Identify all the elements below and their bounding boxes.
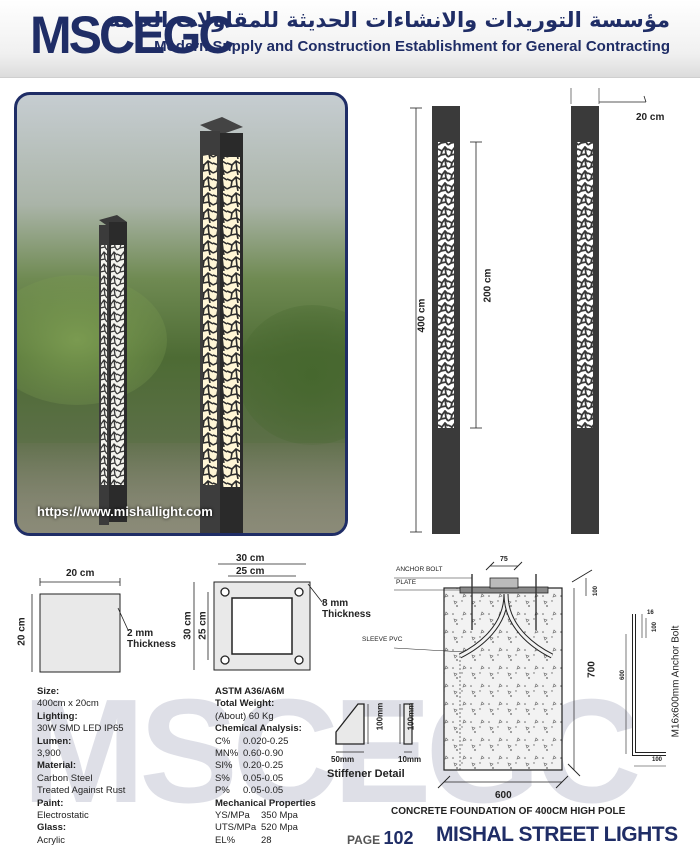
header: MSCEGC مؤسسة التوريدات والانشاءات الحديث… [0,0,700,78]
company-tagline: Modern Supply and Construction Establish… [154,38,670,55]
mech-el-value: 28 [261,834,272,846]
spec-mech-key: Mechanical Properties [215,797,316,809]
spec-lighting-key: Lighting: [37,710,78,722]
base-plate-drawing [31,578,129,673]
stiffener-drawing [335,703,413,753]
spec-paint-key: Paint: [37,797,64,809]
chem-s-value: 0.05-0.05 [243,772,284,784]
pole-illustration [99,117,243,533]
mech-ys-key: YS/MPa [215,810,250,822]
height-400-label: 400 cm [416,298,428,333]
chem-mn-key: MN% [215,748,239,760]
spec-glass-key: Glass: [37,822,67,834]
mech-uts-key: UTS/MPa [215,822,257,834]
mech-uts-value: 520 Mpa [261,822,298,834]
spec-weight-key: Total Weight: [215,698,275,710]
bolt-100a-label: 100 [652,622,658,633]
chem-p-value: 0.05-0.05 [243,785,284,797]
company-logo: MSCEGC [30,5,234,65]
width-20-label: 20 cm [636,112,665,123]
spec-glass-value: Acrylic [37,834,65,846]
plate-label: PLATE [396,579,417,586]
chem-p-key: P% [215,785,230,797]
base-height-label: 20 cm [16,617,28,646]
bolt-label: M16x600mm Anchor Bolt [670,625,682,738]
anchor-bolt-label: ANCHOR BOLT [396,566,443,573]
dim-75-label: 75 [500,556,508,563]
base-width-label: 20 cm [66,568,95,579]
spec-material-key: Material: [37,760,77,772]
bolt-100b-label: 100 [652,757,663,763]
stiffener-title: Stiffener Detail [327,768,405,780]
sleeve-label: SLEEVE PVC [362,636,403,643]
plate-outer-label: 30 cm [236,553,265,564]
foundation-title: CONCRETE FOUNDATION OF 400CM HIGH POLE [391,806,626,817]
page-label: PAGE [347,833,381,847]
chem-si-key: SI% [215,760,233,772]
spec-chem-key: Chemical Analysis: [215,723,302,735]
anchor-plate-drawing [193,563,323,671]
chem-si-value: 0.20-0.25 [243,760,284,772]
dim-600-label: 600 [495,790,512,801]
company-name-arabic: مؤسسة التوريدات والانشاءات الحديثة للمقا… [107,8,670,32]
product-photo: https://www.mishallight.com [14,92,348,536]
height-200-label: 200 cm [482,268,494,303]
base-thickness-label: 2 mm Thickness [127,628,176,650]
specs-right: ASTM A36/A6M Total Weight: (About) 60 Kg… [215,686,355,847]
chem-s-key: S% [215,772,230,784]
stiffener-w2-label: 10mm [398,755,422,764]
mech-ys-value: 350 Mpa [261,810,298,822]
mech-el-key: EL% [215,834,236,846]
spec-lumen-value: 3,900 [37,748,61,760]
stiffener-w1-label: 50mm [331,755,355,764]
brand-footer: MISHAL STREET LIGHTS [436,823,678,846]
plate-inner-label: 25 cm [236,566,265,577]
spec-paint-value: Electrostatic [37,810,89,822]
bolt-16-label: 16 [647,610,654,616]
spec-lighting-value: 30W SMD LED IP65 [37,723,124,735]
plate-thickness-label: 8 mm Thickness [322,598,371,620]
website-url: https://www.mishallight.com [37,504,213,519]
pole-elevation-drawing [410,88,647,534]
chem-c-value: 0.020-0.25 [243,735,289,747]
spec-standard: ASTM A36/A6M [215,686,285,697]
page-indicator: PAGE 102 [347,828,414,849]
spec-size-value: 400cm x 20cm [37,698,99,710]
spec-weight-value: (About) 60 Kg [215,710,274,722]
spec-lumen-key: Lumen: [37,735,72,747]
spec-size-key: Size: [37,686,60,697]
specs-left: Size: 400cm x 20cm Lighting: 30W SMD LED… [37,686,207,847]
page-number: 102 [383,828,414,848]
anchor-bolt-drawing [625,614,666,767]
dim-100-label: 100 [593,586,599,597]
chem-c-key: C% [215,735,231,747]
dim-700-label: 700 [586,661,598,678]
spec-material-value: Carbon Steel Treated Against Rust [37,772,126,797]
foundation-drawing [393,561,593,789]
bolt-600-label: 600 [620,670,626,681]
chem-mn-value: 0.60-0.90 [243,748,284,760]
